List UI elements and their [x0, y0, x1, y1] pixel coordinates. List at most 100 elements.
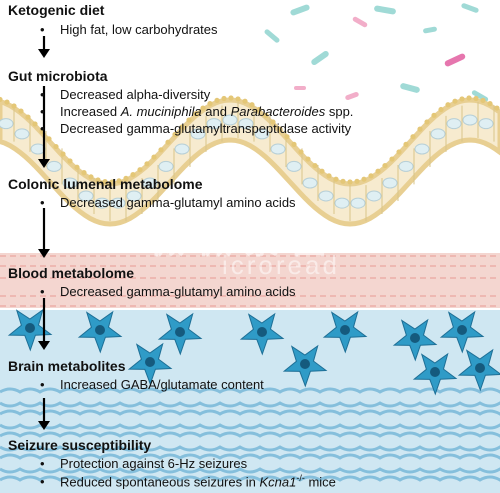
microvillus [249, 102, 255, 108]
microvillus [410, 134, 416, 140]
cell-nucleus [270, 143, 286, 155]
cell-nucleus [366, 190, 382, 202]
item-high-fat: •High fat, low carbohydrates [40, 22, 218, 37]
microvillus [60, 151, 66, 157]
microvillus [452, 98, 458, 104]
blood-band [0, 253, 500, 308]
microvillus [221, 95, 227, 102]
microvillus [53, 143, 59, 150]
microvillus [333, 176, 339, 182]
item-text-part: Increased [60, 104, 121, 119]
bacterium [311, 50, 329, 66]
cell-nucleus [14, 128, 30, 140]
item-text-part: and [201, 104, 231, 119]
bacterium [444, 53, 466, 67]
cell-nucleus [414, 143, 430, 155]
microvillus [466, 95, 472, 101]
item-text: Increased GABA/glutamate content [60, 377, 264, 392]
cell-nucleus [254, 128, 270, 140]
intestinal-villi [0, 95, 500, 227]
cell-nucleus [446, 118, 462, 130]
brain-tissue [0, 308, 500, 493]
item-blood-gamma: •Decreased gamma-glutamyl amino acids [40, 284, 296, 299]
nerve-fiber [0, 401, 500, 408]
neuron-nucleus [430, 367, 440, 377]
microvillus [25, 114, 31, 120]
microvillus [172, 131, 178, 138]
cell-nucleus [190, 128, 206, 140]
microvillus [298, 149, 304, 155]
cell-nucleus [462, 114, 478, 126]
microvillus [81, 170, 87, 176]
cell-nucleus [238, 118, 254, 130]
bacterium [423, 26, 437, 34]
microvillus [130, 172, 136, 178]
microvillus [431, 112, 437, 118]
neuron-nucleus [300, 359, 310, 369]
microvillus [473, 95, 479, 102]
item-text: Decreased gamma-glutamyltranspeptidase a… [60, 121, 352, 136]
item-6hz: •Protection against 6-Hz seizures [40, 456, 247, 471]
microvillus [0, 96, 3, 103]
bacterium [352, 16, 368, 28]
arrow-head [38, 341, 50, 350]
microvillus [340, 178, 346, 184]
heading-seizure-susceptibility: Seizure susceptibility [8, 437, 152, 453]
microvillus [18, 108, 24, 114]
microvillus [494, 105, 500, 111]
cell-nucleus [286, 160, 302, 172]
heading-colonic-metabolome: Colonic lumenal metabolome [8, 176, 203, 192]
microvillus [193, 110, 199, 117]
microvillus [319, 168, 325, 174]
microvillus [32, 121, 38, 127]
neuron-nucleus [145, 357, 155, 367]
cell-nucleus [174, 143, 190, 155]
cell-nucleus [206, 118, 222, 130]
microvillus [235, 96, 241, 102]
cell-nucleus [0, 118, 14, 130]
blood-vessel-band [0, 253, 500, 308]
item-increased-species: •Increased A. muciniphila and Parabacter… [40, 104, 353, 119]
microvillus [354, 178, 360, 184]
microvillus [109, 179, 115, 185]
neuron-nucleus [95, 325, 105, 335]
microvillus [102, 179, 108, 185]
microvillus [144, 161, 150, 167]
neuron-nucleus [25, 323, 35, 333]
bullet: • [40, 22, 45, 37]
cell-nucleus [398, 160, 414, 172]
item-colonic-gamma: •Decreased gamma-glutamyl amino acids [40, 195, 296, 210]
microvillus [459, 96, 465, 102]
microvillus [137, 167, 143, 173]
bacterium [461, 3, 479, 13]
microvillus [228, 95, 234, 101]
microvillus [186, 117, 192, 123]
microvillus [165, 139, 171, 145]
item-text: Decreased alpha-diversity [60, 87, 211, 102]
item-ggt-activity: • Decreased gamma-glutamyltranspeptidase … [40, 121, 351, 136]
heading-gut-microbiota: Gut microbiota [8, 68, 108, 84]
nerve-fiber [0, 445, 500, 452]
item-text: Decreased gamma-glutamyl amino acids [60, 195, 296, 210]
microvillus [4, 99, 10, 105]
arrow-head [38, 49, 50, 58]
item-gaba: •Increased GABA/glutamate content [40, 377, 264, 392]
cell-nucleus [94, 197, 110, 209]
microvillus [256, 106, 262, 113]
microvillus [67, 158, 73, 164]
microvillus [277, 126, 283, 132]
bullet: • [40, 121, 45, 136]
microvillus [312, 162, 318, 169]
bacterium [374, 5, 396, 15]
cell-nucleus [78, 190, 94, 202]
item-text-part: spp. [325, 104, 354, 119]
heading-ketogenic-diet: Ketogenic diet [8, 2, 105, 18]
bullet: • [40, 284, 45, 299]
bacterium [400, 83, 420, 93]
microvillus [270, 119, 276, 125]
microvillus [403, 141, 409, 147]
bacterium [264, 29, 280, 43]
microvillus [382, 162, 388, 169]
cell-nucleus [126, 190, 142, 202]
item-alpha-diversity: •Decreased alpha-diversity [40, 87, 210, 102]
